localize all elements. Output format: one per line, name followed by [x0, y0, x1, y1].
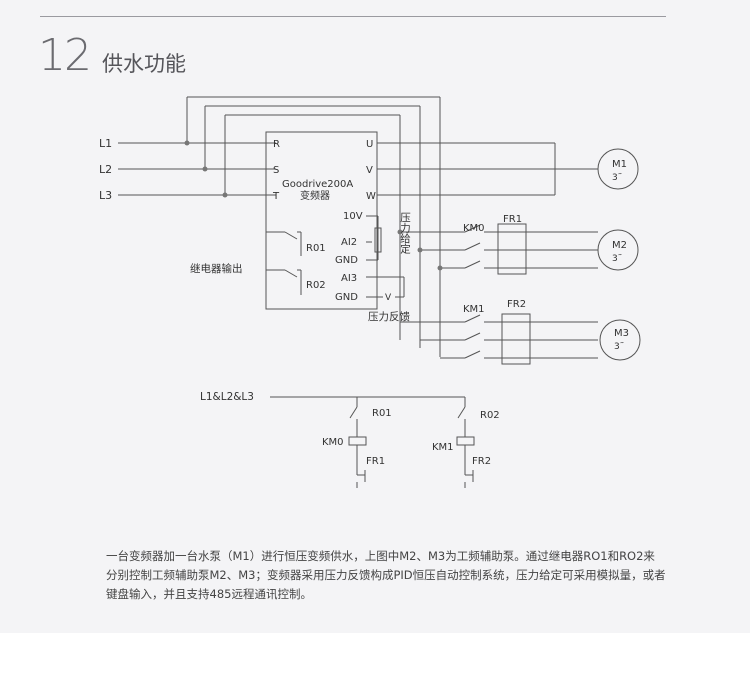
- vfd-name: 变频器: [300, 189, 330, 202]
- motor-m1-label: M1: [612, 159, 627, 170]
- terminal-u: U: [366, 139, 373, 150]
- terminal-s: S: [273, 165, 279, 176]
- terminal-10v: 10V: [343, 211, 363, 222]
- control-overload-fr1: FR1: [366, 456, 385, 467]
- control-relay-r01: R01: [372, 408, 392, 419]
- motor-m3-label: M3: [614, 328, 629, 339]
- relay-r02-label: R02: [306, 280, 326, 291]
- relay-r01-label: R01: [306, 243, 326, 254]
- line-label-l3: L3: [99, 189, 112, 202]
- section-number: 12: [38, 30, 92, 81]
- contactor-km0-label: KM0: [463, 223, 485, 234]
- vfd-model: Goodrive200A: [282, 179, 353, 190]
- overload-fr2-label: FR2: [507, 299, 526, 310]
- terminal-gnd-2: GND: [335, 292, 358, 303]
- terminal-gnd-1: GND: [335, 255, 358, 266]
- motor-m1-phase: 3˜: [612, 173, 622, 183]
- overload-fr1-label: FR1: [503, 214, 522, 225]
- control-overload-fr2: FR2: [472, 456, 491, 467]
- section-title: 供水功能: [102, 52, 186, 76]
- terminal-r: R: [273, 139, 280, 150]
- terminal-ai3: AI3: [341, 273, 357, 284]
- motor-m3-phase: 3˜: [614, 342, 624, 352]
- description-text: 一台变频器加一台水泵（M1）进行恒压变频供水，上图中M2、M3为工频辅助泵。通过…: [106, 549, 666, 601]
- contactor-km1-label: KM1: [463, 304, 485, 315]
- line-label-l1: L1: [99, 137, 112, 150]
- terminal-ai2: AI2: [341, 237, 357, 248]
- line-label-l2: L2: [99, 163, 112, 176]
- pressure-setpoint-label: 压力给定: [399, 212, 411, 255]
- control-relay-r02: R02: [480, 410, 500, 421]
- control-coil-km0: KM0: [322, 437, 344, 448]
- header-divider: [40, 16, 666, 17]
- terminal-v: V: [366, 165, 373, 176]
- relay-output-label: 继电器输出: [190, 262, 243, 275]
- wiring-diagram: L1 L2 L3 R S T U V W Goodrive200A 变频器 10…: [99, 96, 641, 488]
- control-coil-km1: KM1: [432, 442, 454, 453]
- terminal-t: T: [272, 191, 280, 202]
- motor-m2-phase: 3˜: [612, 254, 622, 264]
- control-supply-label: L1&L2&L3: [200, 391, 254, 403]
- terminal-w: W: [366, 191, 376, 202]
- pressure-feedback-label: 压力反馈: [368, 310, 410, 323]
- motor-m2-label: M2: [612, 240, 627, 251]
- pressure-sensor-symbol: V: [385, 293, 392, 303]
